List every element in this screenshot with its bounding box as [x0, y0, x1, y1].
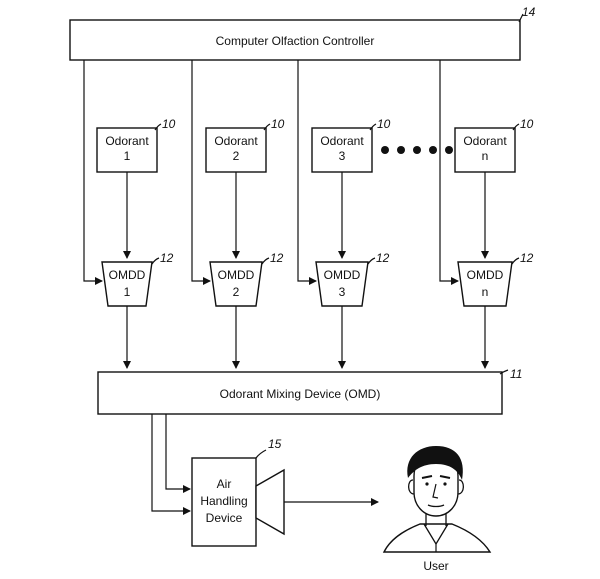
- odorant-1-sub: 1: [124, 149, 131, 163]
- omdd-to-mixer-arrows: [123, 306, 489, 369]
- omdd-n-ref: 12: [520, 251, 534, 265]
- odorant-block-2: Odorant 2 10: [205, 117, 285, 173]
- omdd-2-sub: 2: [233, 285, 240, 299]
- omdd-n-sub: n: [482, 285, 489, 299]
- controller-label: Computer Olfaction Controller: [216, 34, 375, 48]
- odorant-3-sub: 3: [339, 149, 346, 163]
- mixer-block: Odorant Mixing Device (OMD) 11: [97, 367, 522, 415]
- omdd-1-ref: 12: [160, 251, 174, 265]
- odorant-block-1: Odorant 1 10: [96, 117, 176, 173]
- controller-control-lines: [83, 60, 459, 285]
- mixer-to-air-lines: [151, 414, 191, 515]
- omdd-n-title: OMDD: [467, 268, 504, 282]
- omdd-1-sub: 1: [124, 285, 131, 299]
- omdd-3-sub: 3: [339, 285, 346, 299]
- omdd-block-2: OMDD 2 12: [209, 251, 284, 307]
- air-line3: Device: [206, 511, 243, 525]
- user-figure: User: [382, 446, 492, 573]
- mixer-ref: 11: [510, 367, 522, 381]
- controller-ref: 14: [522, 5, 536, 19]
- odorant-block-3: Odorant 3 10: [311, 117, 391, 173]
- odorant-1-title: Odorant: [105, 134, 149, 148]
- air-ref: 15: [268, 437, 282, 451]
- omdd-block-n: OMDD n 12: [457, 251, 534, 307]
- odorant-n-ref: 10: [520, 117, 534, 131]
- air-line1: Air: [217, 477, 232, 491]
- omdd-block-3: OMDD 3 12: [315, 251, 390, 307]
- odorant-3-title: Odorant: [320, 134, 364, 148]
- ellipsis-dots: [381, 146, 453, 154]
- air-line2: Handling: [200, 494, 247, 508]
- odorant-1-ref: 10: [162, 117, 176, 131]
- omdd-block-1: OMDD 1 12: [101, 251, 174, 307]
- odorant-2-ref: 10: [271, 117, 285, 131]
- odorant-n-title: Odorant: [463, 134, 507, 148]
- omdd-1-title: OMDD: [109, 268, 146, 282]
- omdd-3-title: OMDD: [324, 268, 361, 282]
- mixer-label: Odorant Mixing Device (OMD): [220, 387, 381, 401]
- odorant-3-ref: 10: [377, 117, 391, 131]
- odorant-block-n: Odorant n 10: [454, 117, 534, 173]
- reference-leaders: [151, 123, 520, 265]
- omdd-3-ref: 12: [376, 251, 390, 265]
- omdd-2-ref: 12: [270, 251, 284, 265]
- odorant-2-sub: 2: [233, 149, 240, 163]
- odorant-to-omdd-arrows: [123, 172, 489, 259]
- omdd-2-title: OMDD: [218, 268, 255, 282]
- air-handling-block: Air Handling Device 15: [191, 437, 285, 547]
- controller-block: Computer Olfaction Controller 14: [69, 5, 536, 61]
- odorant-2-title: Odorant: [214, 134, 258, 148]
- user-label: User: [423, 559, 448, 573]
- odorant-n-sub: n: [482, 149, 489, 163]
